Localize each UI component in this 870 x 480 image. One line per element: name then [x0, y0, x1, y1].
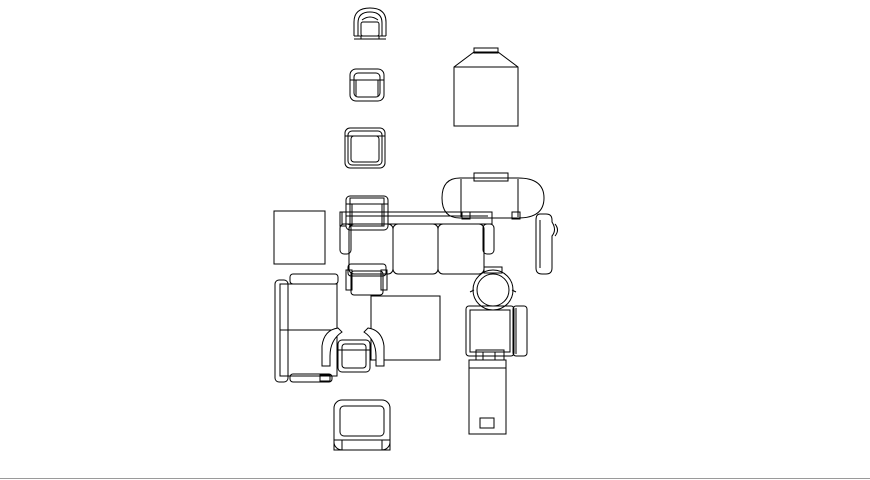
- coffee-table-block: [370, 295, 441, 361]
- round-table-with-chair-block: [465, 266, 528, 361]
- armchair-square-block: [349, 68, 385, 102]
- armchair-round-back-block: [353, 7, 387, 40]
- armchair-square-large-block: [344, 127, 386, 169]
- end-table-block: [273, 210, 326, 265]
- chaise-lounge-block: [468, 359, 507, 435]
- desk-chair-block: [321, 327, 385, 373]
- two-seat-sofa-block: [274, 273, 339, 383]
- chair-small-block: [345, 263, 388, 296]
- club-chair-block: [333, 399, 391, 451]
- armchair-at-sofa-block: [339, 195, 389, 231]
- three-seat-sofa-block: [339, 211, 495, 275]
- side-table-pentagon-block: [453, 47, 519, 127]
- floor-lamp-block: [535, 213, 558, 275]
